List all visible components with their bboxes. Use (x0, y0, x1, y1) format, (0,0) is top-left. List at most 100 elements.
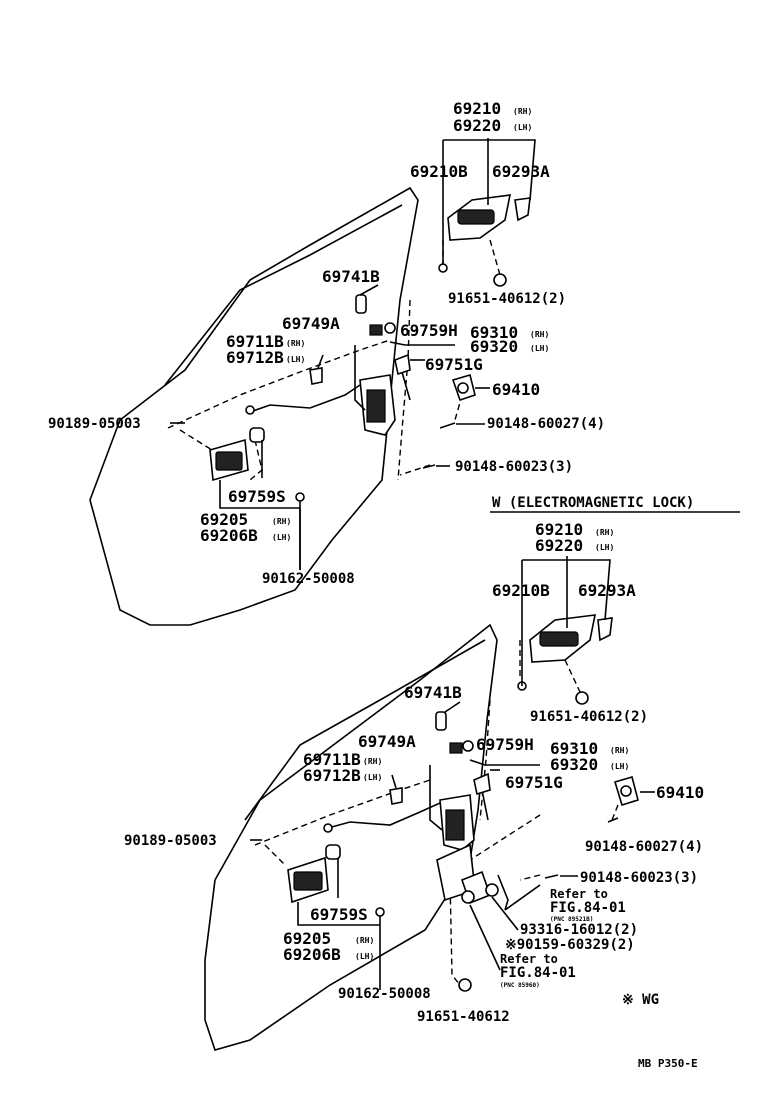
bottom-bolt-91651 (458, 978, 472, 992)
bottom-dash-3 (264, 844, 286, 866)
bottom-label-69210-suffix: (RH) (595, 528, 614, 537)
bottom-assembly: 69210 (RH) 69220 (LH) 69210B 69293A 6974… (124, 520, 704, 1051)
bottom-label-69410: 69410 (656, 783, 704, 802)
note-wg: ※ WG (622, 992, 659, 1008)
bottom-dash-5 (564, 659, 581, 693)
top-dash-8 (399, 464, 431, 476)
top-label-69210B: 69210B (410, 162, 468, 181)
top-clip-69711B (309, 367, 323, 385)
top-label-69749A: 69749A (282, 314, 340, 333)
bottom-label-69206B: 69206B (283, 945, 341, 964)
bottom-lock-body (429, 765, 491, 851)
top-label-69210: 69210 (453, 99, 501, 118)
top-label-69759H: 69759H (400, 321, 458, 340)
section-title: W (ELECTROMAGNETIC LOCK) (492, 495, 694, 511)
top-label-69220-suffix: (LH) (513, 123, 532, 132)
figure-code: MB P350-E (638, 1057, 698, 1070)
bottom-label-69210B: 69210B (492, 581, 550, 600)
top-clip-69749A (369, 322, 396, 336)
top-bolt-91651 (493, 273, 507, 287)
bottom-outside-handle (529, 614, 613, 663)
bottom-label-69293A: 69293A (578, 581, 636, 600)
top-clip-69741B (355, 294, 367, 314)
top-label-69205: 69205 (200, 510, 248, 529)
top-label-69206B-suffix: (LH) (272, 533, 291, 542)
top-screw-69210B (438, 263, 448, 273)
bottom-label-69310: 69310 (550, 739, 598, 758)
bottom-striker-69410 (613, 775, 639, 807)
bottom-label-90159: ※90159-60329(2) (505, 937, 635, 953)
bottom-rod (327, 802, 441, 829)
top-label-69293A: 69293A (492, 162, 550, 181)
top-rod (249, 384, 361, 413)
bottom-clip-69711B (389, 787, 403, 805)
top-label-69205-suffix: (RH) (272, 517, 291, 526)
bottom-label-90162: 90162-50008 (338, 986, 431, 1002)
bottom-screw-60027 (607, 817, 619, 823)
bottom-refer1-c: (PNC 89521B) (550, 916, 593, 923)
top-screw-60027 (439, 422, 456, 429)
bottom-label-69320-suffix: (LH) (610, 762, 629, 771)
bottom-label-69751G: 69751G (505, 773, 563, 792)
top-dash-2 (397, 299, 411, 481)
bottom-screw-60023 (544, 874, 559, 879)
bottom-label-69220-suffix: (LH) (595, 543, 614, 552)
bottom-label-69711B: 69711B (303, 750, 361, 769)
bottom-label-69759H: 69759H (476, 735, 534, 754)
top-label-69320-suffix: (LH) (530, 344, 549, 353)
bottom-actuator-rod (497, 874, 509, 911)
bottom-door-frame-inner (244, 639, 486, 821)
bottom-label-69741B: 69741B (404, 683, 462, 702)
bottom-dash-1 (254, 779, 431, 846)
bottom-label-69205-suffix: (RH) (355, 936, 374, 945)
bottom-label-69749A: 69749A (358, 732, 416, 751)
bottom-label-69712B-suffix: (LH) (363, 773, 382, 782)
bottom-label-69320: 69320 (550, 755, 598, 774)
bottom-label-93316: 93316-16012(2) (520, 922, 638, 938)
bottom-refer2-a: Refer to (500, 952, 558, 966)
bottom-label-90148-60023: 90148-60023(3) (580, 870, 698, 886)
top-label-69320: 69320 (470, 337, 518, 356)
top-door-frame-inner (164, 204, 403, 386)
bottom-label-69759S: 69759S (310, 905, 368, 924)
bottom-grommet-93316 (485, 883, 499, 897)
top-label-69741B: 69741B (322, 267, 380, 286)
top-label-69310: 69310 (470, 323, 518, 342)
top-assembly: 69210 (RH) 69220 (LH) 69210B 69293A 6974… (48, 99, 605, 626)
bottom-label-69711B-suffix: (RH) (363, 757, 382, 766)
top-dash-6 (489, 239, 501, 276)
bottom-inside-handle (287, 844, 341, 904)
top-label-69711B: 69711B (226, 332, 284, 351)
bottom-label-69206B-suffix: (LH) (355, 952, 374, 961)
bottom-dash-8 (519, 874, 541, 881)
top-screw-60023 (422, 464, 436, 469)
bottom-refer1-b: FIG.84-01 (550, 900, 626, 916)
bottom-bolt-91651-2 (575, 691, 589, 705)
top-label-69310-suffix: (RH) (530, 330, 549, 339)
top-label-69759S: 69759S (228, 487, 286, 506)
bottom-dash-2 (479, 699, 491, 821)
bottom-label-91651: 91651-40612 (417, 1009, 510, 1025)
top-outside-handle (447, 194, 531, 241)
bottom-dash-6 (611, 804, 619, 821)
top-rod-clip (245, 405, 255, 415)
top-label-69206B: 69206B (200, 526, 258, 545)
bottom-label-90148-60027: 90148-60027(4) (585, 839, 703, 855)
top-label-69220: 69220 (453, 116, 501, 135)
bottom-label-69220: 69220 (535, 536, 583, 555)
bottom-actuator (436, 843, 492, 905)
top-label-90162: 90162-50008 (262, 571, 355, 587)
bottom-refer2-c: (PNC 85960) (500, 982, 540, 989)
top-dash-4 (249, 439, 263, 481)
top-label-69711B-suffix: (RH) (286, 339, 305, 348)
top-dash-7 (454, 384, 466, 421)
bottom-clip-69741B (435, 711, 447, 731)
top-label-69410: 69410 (492, 380, 540, 399)
top-label-90189: 90189-05003 (48, 416, 141, 432)
top-label-69210-suffix: (RH) (513, 107, 532, 116)
top-inside-handle (209, 427, 265, 482)
top-label-90148-60023: 90148-60023(3) (455, 459, 573, 475)
top-label-69712B: 69712B (226, 348, 284, 367)
bottom-rod-clip (323, 823, 333, 833)
